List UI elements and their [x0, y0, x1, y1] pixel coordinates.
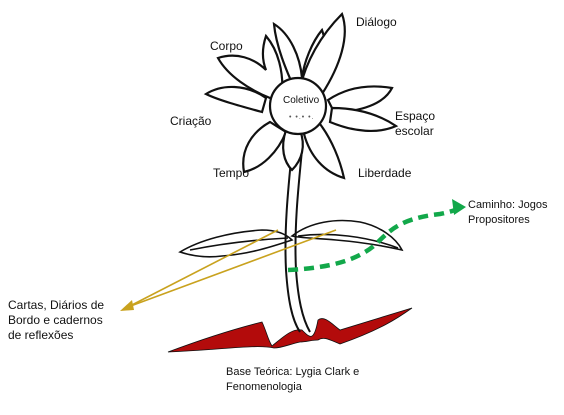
center-circle [268, 76, 328, 136]
gold-arrowhead [120, 300, 134, 311]
label-criacao: Criação [170, 114, 212, 128]
left-leaf [178, 229, 294, 258]
gold-line-2 [127, 229, 337, 308]
label-dialogo: Diálogo [356, 15, 397, 29]
gold-line-1 [127, 229, 279, 308]
green-arrowhead [452, 199, 466, 215]
label-base-teorica: Base Teórica: Lygia Clark e Fenomenologi… [226, 366, 360, 393]
petals [203, 11, 399, 180]
label-liberdade: Liberdade [358, 166, 412, 180]
center-label: Coletivo [283, 95, 320, 106]
label-tempo: Tempo [213, 166, 250, 180]
label-caminho: Caminho: Jogos Propositores [468, 199, 548, 226]
label-corpo: Corpo [210, 39, 243, 53]
right-leaf [290, 219, 404, 252]
green-dashed-arrow [287, 205, 462, 273]
label-espaco-escolar: Espaço escolar [395, 109, 436, 138]
root-shape [167, 307, 413, 353]
center-dots: • •.• •. [289, 114, 315, 121]
label-cartas: Cartas, Diários de Bordo e cadernos de r… [8, 298, 105, 342]
